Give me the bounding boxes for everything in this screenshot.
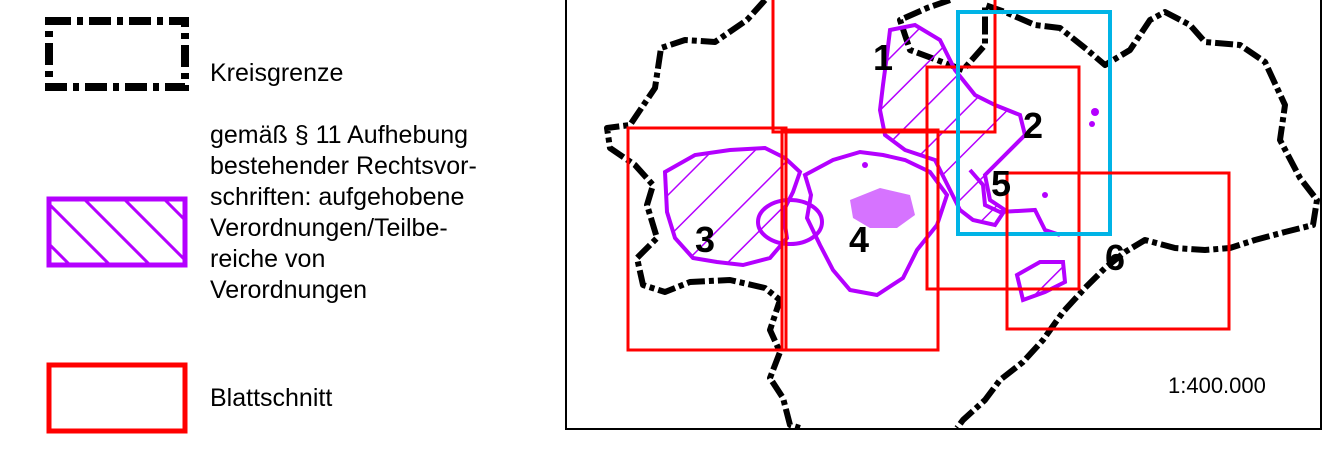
aufhebung-line-1: gemäß § 11 Aufhebung: [210, 121, 469, 149]
sheet-1-rect[interactable]: [771, 0, 997, 134]
sheet-6-label: 6: [1105, 237, 1125, 278]
sheet-5-rect[interactable]: [925, 65, 1081, 291]
area-dot-1: [1091, 108, 1099, 116]
sheet-3-rect[interactable]: [626, 126, 788, 352]
kreisgrenze-label: Kreisgrenze: [210, 59, 344, 87]
area-core: [850, 188, 915, 228]
area-dot-2: [1089, 121, 1095, 127]
aufhebung-line-3: schriften: aufgehobene: [210, 183, 465, 211]
sheet-4-label: 4: [849, 219, 869, 260]
aufhebung-areas: [662, 22, 1099, 303]
map-frame: [565, 0, 1322, 430]
aufhebung-line-2: bestehender Rechtsvor-: [210, 152, 477, 180]
kreisgrenze-boundary: [604, 0, 1320, 428]
sheet-4-rect[interactable]: [780, 128, 940, 352]
area-east-small: [1014, 260, 1068, 303]
area-dot-3: [1042, 192, 1048, 198]
area-east-arc: [968, 168, 1061, 237]
sheet-1-label: 1: [873, 37, 893, 78]
hatched-area-icon: [46, 196, 188, 268]
aufhebung-line-4: Verordnungen/Teilbe-: [210, 214, 448, 242]
blattschnitt-label: Blattschnitt: [210, 384, 333, 412]
sheet-3-label: 3: [695, 219, 715, 260]
kreisgrenze-swatch: [45, 17, 189, 91]
blattschnitt-swatch: [46, 362, 188, 434]
map-scale: 1:400.000: [1168, 373, 1266, 398]
sheet-2-label: 2: [1023, 105, 1043, 146]
aufhebung-line-6: Verordnungen: [210, 276, 368, 304]
sheet-6-rect[interactable]: [1005, 171, 1231, 331]
red-rectangle-icon: [46, 362, 188, 434]
area-west: [662, 145, 803, 268]
map-canvas[interactable]: 1 2 3 4 5 6: [565, 0, 1322, 430]
aufhebung-line-5: reiche von: [210, 245, 326, 273]
sheet-2-rect[interactable]: [956, 10, 1112, 236]
area-dot-4: [862, 162, 868, 168]
dashed-boundary-icon: [45, 17, 189, 91]
aufhebung-swatch: [46, 196, 188, 268]
area-circle: [756, 198, 824, 246]
sheet-5-label: 5: [991, 163, 1011, 204]
